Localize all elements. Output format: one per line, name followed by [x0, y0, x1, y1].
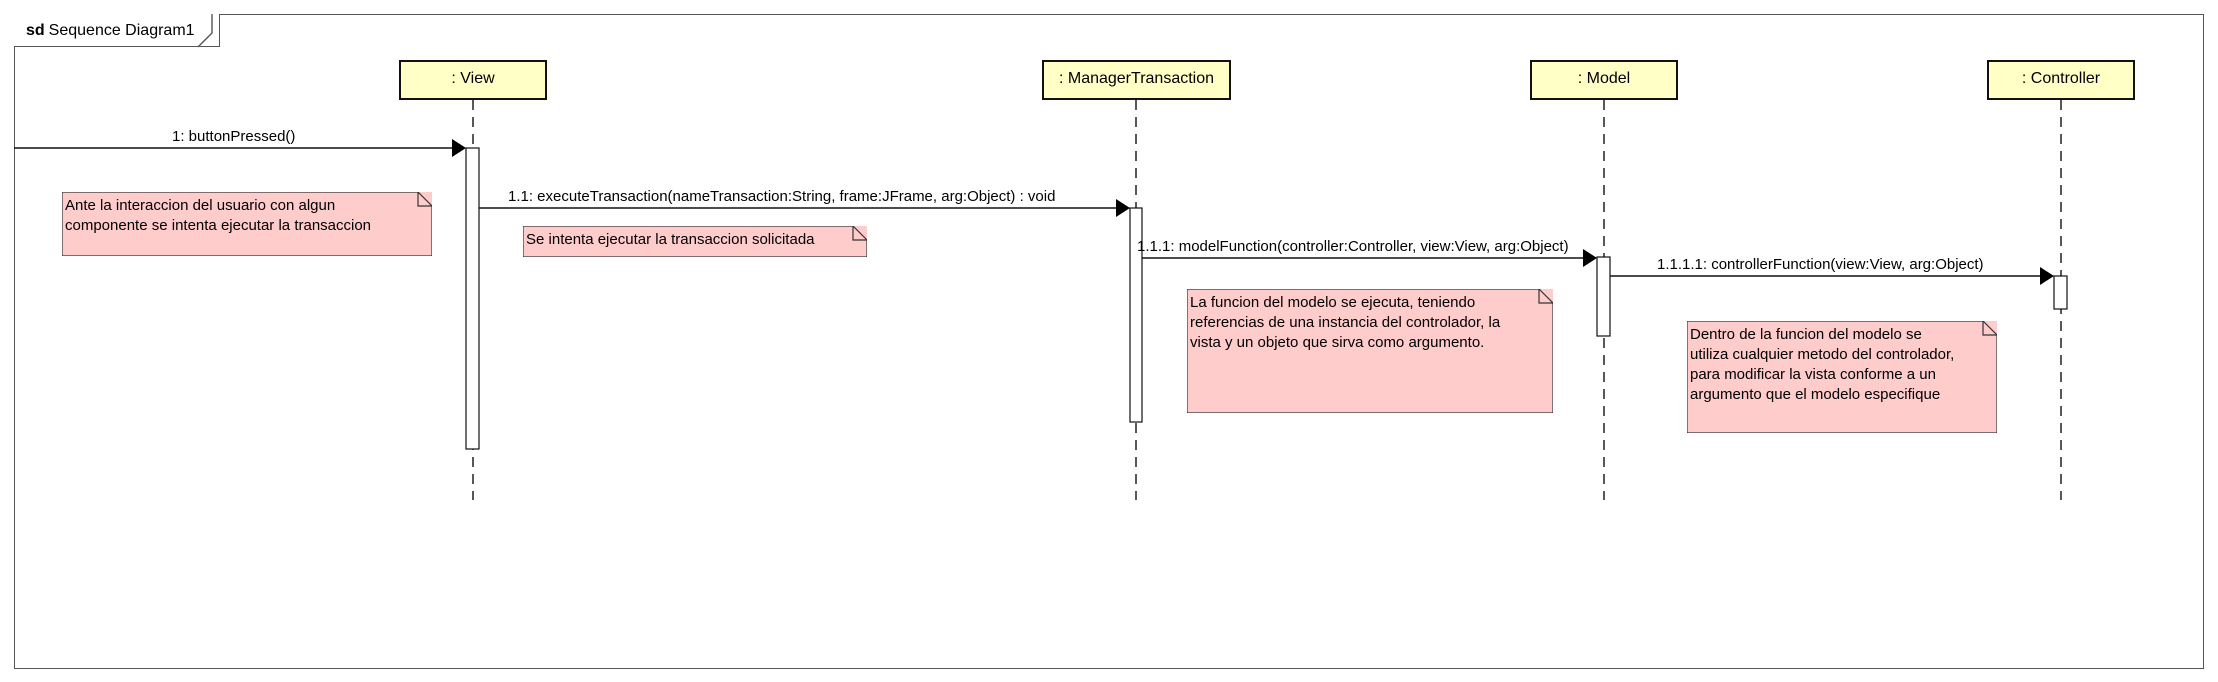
lifeline-head-managertransaction: : ManagerTransaction — [1042, 60, 1231, 100]
message-arrowhead-1-1-1-1 — [2040, 267, 2054, 285]
note-text: Dentro de la funcion del modelo se utili… — [1690, 326, 1955, 403]
note-model-function: La funcion del modelo se ejecuta, tenien… — [1187, 289, 1553, 413]
lifeline-head-controller: : Controller — [1987, 60, 2135, 100]
frame-name: Sequence Diagram1 — [48, 22, 195, 39]
message-arrowhead-1-1 — [1116, 199, 1130, 217]
note-text: Se intenta ejecutar la transaccion solic… — [526, 231, 815, 248]
note-folded-corner — [1687, 321, 1997, 433]
message-arrowhead-1-1-1 — [1583, 249, 1597, 267]
note-execute-request: Se intenta ejecutar la transaccion solic… — [523, 226, 867, 257]
message-label-1: 1: buttonPressed() — [172, 128, 296, 145]
lifeline-head-view: : View — [399, 60, 547, 100]
activation-bar-controller — [2053, 275, 2068, 310]
frame-tab-chamfer — [197, 14, 213, 48]
message-label-1-1-1-1: 1.1.1.1: controllerFunction(view:View, a… — [1657, 256, 1984, 273]
lifeline-head-model: : Model — [1530, 60, 1678, 100]
note-folded-corner — [62, 192, 432, 256]
note-folded-corner — [523, 226, 867, 257]
diagram-frame — [14, 14, 2204, 669]
note-folded-corner — [1187, 289, 1553, 413]
activation-bar-model — [1596, 256, 1611, 337]
activation-bar-managertransaction — [1129, 207, 1143, 423]
note-controller-method: Dentro de la funcion del modelo se utili… — [1687, 321, 1997, 433]
message-arrowhead-1 — [452, 139, 466, 157]
message-label-1-1: 1.1: executeTransaction(nameTransaction:… — [508, 188, 1056, 205]
note-user-interaction: Ante la interaccion del usuario con algu… — [62, 192, 432, 256]
activation-bar-view — [465, 147, 480, 450]
frame-keyword: sd — [26, 22, 45, 39]
note-text: La funcion del modelo se ejecuta, tenien… — [1190, 294, 1501, 351]
message-label-1-1-1: 1.1.1: modelFunction(controller:Controll… — [1137, 238, 1569, 255]
note-text: Ante la interaccion del usuario con algu… — [65, 197, 372, 234]
